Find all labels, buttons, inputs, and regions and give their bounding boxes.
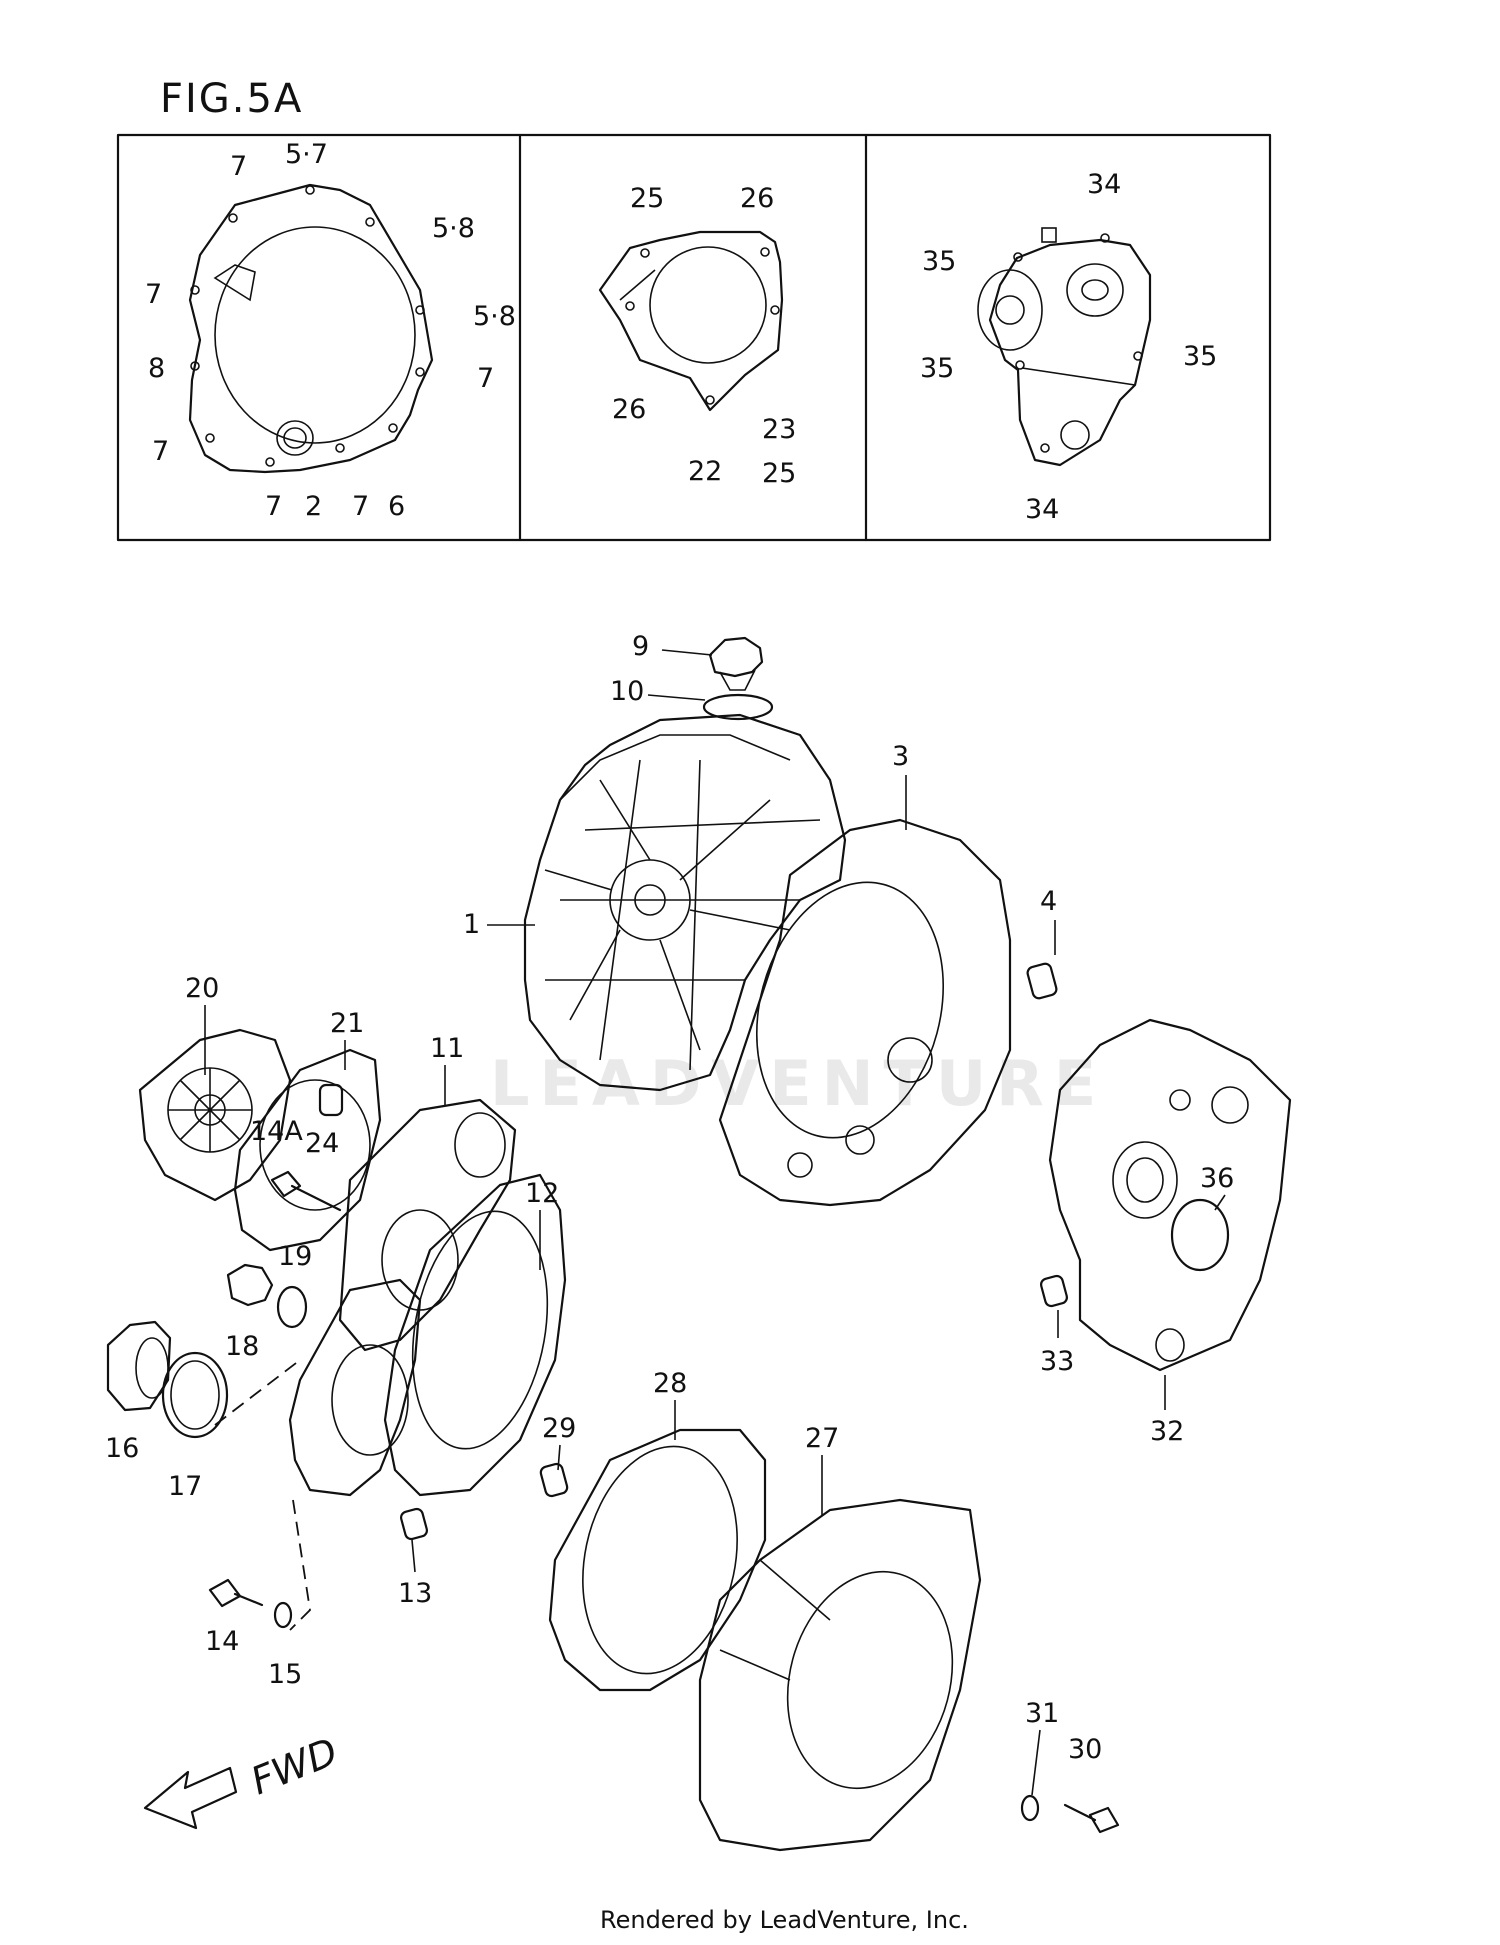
part-label: 14 — [205, 1626, 239, 1657]
leader-lines — [204, 649, 1226, 1796]
fwd-arrow-icon: FWD — [143, 1729, 344, 1830]
inset-gen-cover-gasket — [977, 227, 1152, 467]
inset-label: 5·8 — [432, 213, 475, 244]
part-label: 20 — [185, 973, 219, 1004]
pump-cover-20 — [138, 1028, 292, 1202]
fwd-label: FWD — [245, 1729, 344, 1803]
gen-cover-gasket-28 — [548, 1428, 767, 1692]
inset-label: 34 — [1025, 494, 1059, 525]
inset-label: 8 — [148, 353, 165, 384]
part-label: 21 — [330, 1008, 364, 1039]
inset-pump-gasket — [598, 230, 784, 412]
dowel-pin-29 — [539, 1462, 569, 1498]
o-ring-19 — [276, 1285, 308, 1329]
part-label: 31 — [1025, 1698, 1059, 1729]
part-label: 4 — [1040, 886, 1057, 917]
dowel-pin-4 — [1026, 962, 1058, 1000]
footer-credit: Rendered by LeadVenture, Inc. — [600, 1906, 969, 1934]
alignment-lines — [214, 1359, 311, 1631]
inset-label: 7 — [352, 491, 369, 522]
cap-16 — [106, 1320, 172, 1412]
inset-label: 5·8 — [473, 301, 516, 332]
inset-label: 25 — [762, 458, 796, 489]
watermark: LEADVENTURE — [490, 1047, 1106, 1120]
part-label: 30 — [1068, 1734, 1102, 1765]
inset-label: 26 — [612, 394, 646, 425]
part-label: 3 — [892, 741, 909, 772]
part-label: 12 — [525, 1178, 559, 1209]
inset-label: 35 — [922, 246, 956, 277]
o-ring-17 — [161, 1351, 229, 1439]
gasket-12 — [383, 1173, 567, 1497]
part-label: 13 — [398, 1578, 432, 1609]
oil-seal-36 — [1170, 1198, 1230, 1272]
washer-31 — [1020, 1794, 1040, 1822]
part-label: 27 — [805, 1423, 839, 1454]
part-label: 19 — [278, 1241, 312, 1272]
part-label: 29 — [542, 1413, 576, 1444]
inset-label: 7 — [477, 363, 494, 394]
bolt-14 — [208, 1578, 264, 1608]
generator-cover-32 — [1048, 1018, 1292, 1372]
dowel-pin-33 — [1039, 1274, 1069, 1308]
inset-label: 7 — [265, 491, 282, 522]
clutch-cover-gasket-3 — [718, 818, 1012, 1207]
pump-gasket-21 — [233, 1048, 382, 1252]
inset-label: 6 — [388, 491, 405, 522]
inset-label: 34 — [1087, 169, 1121, 200]
part-label: 24 — [305, 1128, 339, 1159]
inset-label: 25 — [630, 183, 664, 214]
inset-label: 7 — [152, 436, 169, 467]
part-label: 16 — [105, 1433, 139, 1464]
part-label: 33 — [1040, 1346, 1074, 1377]
dowel-pin-24 — [318, 1083, 344, 1117]
part-label: 10 — [610, 676, 644, 707]
part-label: 36 — [1200, 1163, 1234, 1194]
plug-18 — [226, 1263, 274, 1307]
part-label: 9 — [632, 631, 649, 662]
inset-label: 35 — [1183, 341, 1217, 372]
part-label: 14A — [250, 1116, 303, 1147]
gasket-inset-frame — [116, 133, 1272, 542]
pump-body-11 — [338, 1098, 517, 1352]
filler-plug-9 — [708, 636, 764, 691]
starter-cover-left — [288, 1278, 422, 1497]
part-label: 1 — [463, 909, 480, 940]
part-label: 32 — [1150, 1416, 1184, 1447]
inset-label: 7 — [145, 279, 162, 310]
inset-label: 23 — [762, 414, 796, 445]
figure-title: FIG.5A — [160, 76, 303, 122]
inset-label: 22 — [688, 456, 722, 487]
inset-label: 5·7 — [285, 139, 328, 170]
part-label: 18 — [225, 1331, 259, 1362]
inset-clutch-cover-gasket — [188, 183, 434, 474]
inset-label: 7 — [230, 151, 247, 182]
washer-15 — [273, 1601, 293, 1629]
inset-label: 2 — [305, 491, 322, 522]
bolt-30 — [1063, 1803, 1120, 1834]
part-label: 28 — [653, 1368, 687, 1399]
inset-callouts: 5·7 7 5·8 7 5·8 7 8 7 7 2 7 6 25 26 26 2… — [145, 139, 1217, 525]
inset-label: 35 — [920, 353, 954, 384]
o-ring-10 — [702, 693, 774, 721]
part-label: 15 — [268, 1659, 302, 1690]
part-label: 11 — [430, 1033, 464, 1064]
generator-cover-27 — [698, 1498, 982, 1852]
dowel-pin-13 — [399, 1507, 429, 1541]
inset-label: 26 — [740, 183, 774, 214]
clutch-cover-1 — [523, 713, 847, 1092]
bolt-14A — [270, 1170, 342, 1212]
part-label: 17 — [168, 1471, 202, 1502]
part-callouts: 9 10 3 1 4 20 21 11 14A 24 12 19 18 36 1… — [105, 631, 1234, 1765]
